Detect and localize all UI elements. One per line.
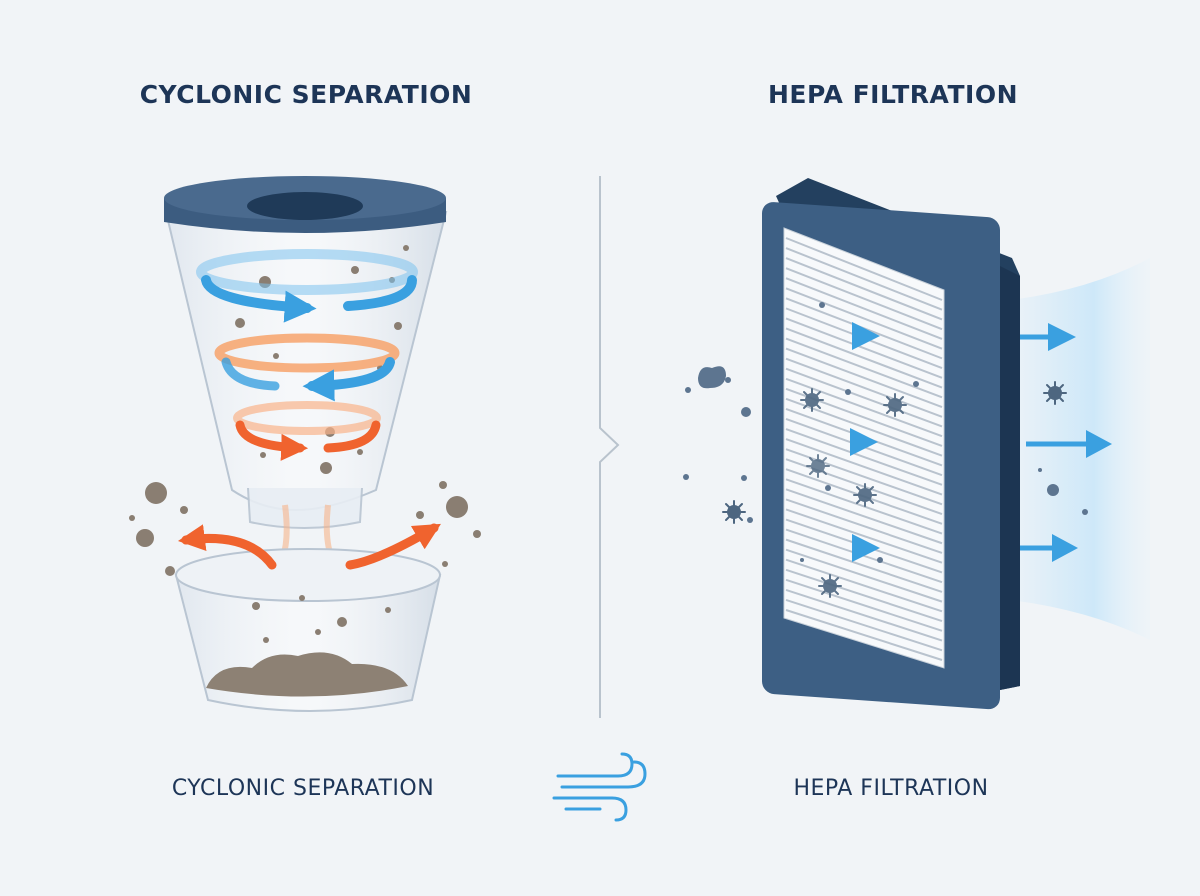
pleat-line: [785, 448, 943, 506]
hepa-caption: HEPA FILTRATION: [793, 776, 989, 801]
pleat-line: [785, 478, 943, 535]
clean-air-glow: [1010, 258, 1150, 640]
pleat-line: [785, 438, 943, 496]
pleat-line: [785, 347, 943, 408]
incoming-particles: [683, 366, 753, 523]
pleat-line: [785, 508, 943, 564]
vortex-rings: [196, 249, 418, 461]
pleat-line: [785, 488, 943, 545]
airflow-out-arrows: [1020, 334, 1090, 551]
pleat-line: [785, 317, 943, 379]
cyclone-inlet-hole: [247, 192, 363, 220]
panel-divider: [599, 176, 620, 718]
pleat-line: [785, 277, 943, 340]
pleat-line: [785, 287, 943, 350]
hepa-heading: HEPA FILTRATION: [768, 80, 1018, 109]
wind-icon: [552, 752, 647, 822]
trapped-particles: [800, 302, 919, 563]
airflow-in-arrows: [676, 333, 858, 551]
pleat-line: [785, 588, 943, 642]
pleat-line: [785, 257, 943, 321]
pleat-line: [785, 498, 943, 554]
cyclone-separator: [164, 176, 448, 578]
pleat-line: [785, 428, 943, 486]
pleat-line: [785, 237, 943, 301]
pleat-line: [785, 267, 943, 331]
cyclonic-heading: CYCLONIC SEPARATION: [139, 80, 473, 109]
pleat-line: [785, 247, 943, 311]
pleat-line: [785, 558, 943, 613]
collected-dust-pile: [206, 652, 408, 697]
hepa-filter: [762, 178, 1020, 710]
pleat-line: [785, 337, 943, 399]
pleat-line: [785, 598, 943, 652]
ejected-dust: [129, 481, 481, 576]
pleat-line: [785, 578, 943, 632]
pleat-line: [785, 548, 943, 603]
cyclonic-caption: CYCLONIC SEPARATION: [171, 776, 435, 801]
ejection-arrows: [177, 523, 441, 570]
pleat-line: [785, 357, 943, 418]
dust-bin: [174, 548, 442, 712]
pleat-line: [785, 568, 943, 623]
pleat-line: [785, 609, 943, 661]
pleat-line: [785, 367, 943, 428]
